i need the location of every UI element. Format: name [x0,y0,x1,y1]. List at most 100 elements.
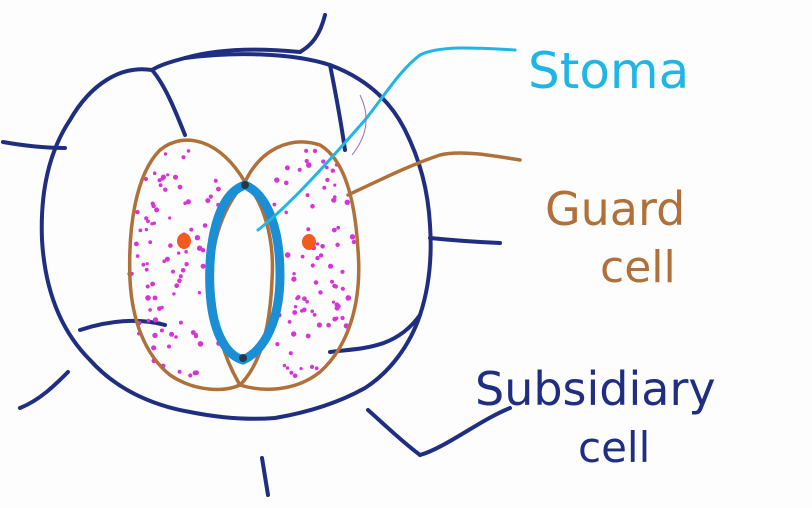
chloroplast-dot [299,309,304,313]
chloroplast-dot [148,308,152,312]
chloroplast-dot [188,373,193,378]
chloroplast-dot [325,177,330,183]
chloroplast-dot [144,267,149,272]
chloroplast-dot [284,180,289,186]
chloroplast-dot [171,269,175,274]
chloroplast-dot [152,317,159,323]
subsidiary-radial-bottom-left [18,370,70,410]
chloroplast-dot [145,295,151,301]
chloroplast-dot [291,276,297,282]
chloroplast-dot [162,259,167,264]
stoma-pore-bottom-pit [239,354,247,362]
chloroplast-dot [173,174,178,180]
chloroplast-dot [340,286,345,291]
chloroplast-dot [154,207,160,213]
chloroplast-dot [305,193,310,198]
chloroplast-dot [164,256,170,262]
chloroplast-dot [167,344,171,349]
chloroplast-dot [306,227,311,232]
chloroplast-dot [315,255,320,261]
chloroplast-dot [305,299,309,304]
stoma-pore-inner [223,198,266,346]
chloroplast-dot [340,269,345,274]
chloroplast-dot [330,168,335,173]
chloroplast-dot [178,320,183,325]
subsidiary-wall-top [150,68,187,137]
chloroplast-dot [138,228,143,233]
chloroplast-dot [157,306,162,311]
chloroplast-dot [314,366,319,371]
chloroplast-dot [349,234,356,240]
chloroplast-dot [275,342,280,347]
chloroplast-dot [313,280,319,285]
chloroplast-dot [152,295,158,301]
chloroplast-dot [185,199,191,205]
chloroplast-dot [309,364,315,369]
subsidiary-pointer-line [418,406,512,457]
chloroplast-dot [300,254,305,259]
subsidiary-cell-label-line1: Subsidiary [475,362,716,416]
chloroplast-dot [194,334,198,339]
chloroplast-dot [333,195,337,199]
stoma-faint-guide [351,94,367,156]
chloroplast-dot [213,178,218,183]
chloroplast-dot [284,252,291,258]
chloroplast-dot [180,268,186,273]
chloroplast-dot [330,279,334,284]
chloroplast-dot [181,155,186,160]
chloroplast-dot [151,203,156,209]
stoma-label: Stoma [528,42,689,100]
subsidiary-radial-bottom [260,456,270,497]
chloroplast-dot [336,225,341,230]
chloroplast-dot [322,185,327,190]
chloroplast-dot [148,240,153,245]
chloroplast-dot [208,194,213,199]
chloroplast-dot [321,159,326,164]
chloroplast-dot [299,367,303,371]
chloroplast-dot [190,330,196,335]
chloroplast-dot [135,254,140,258]
chloroplast-dot [159,328,164,333]
chloroplast-dot [334,305,340,311]
guard-pointer-line [346,151,522,197]
chloroplast-dot [174,335,178,339]
chloroplast-dot [145,262,149,266]
subsidiary-wall-top-right [183,47,302,60]
chloroplast-dot [312,313,317,317]
chloroplast-dot [177,184,183,190]
subsidiary-radial-top [298,13,327,54]
chloroplast-dot [320,244,325,249]
chloroplast-dot [178,274,183,279]
subsidiary-radial-left [1,140,67,150]
chloroplast-dot [284,165,290,171]
nucleus-right [302,234,316,250]
chloroplast-dot [150,281,156,287]
subsidiary-radial-right [428,236,502,245]
chloroplast-dot [146,318,151,323]
chloroplast-dot [287,320,292,324]
chloroplast-dot [151,345,157,351]
chloroplast-dot [163,152,168,156]
chloroplast-dot [166,173,170,177]
chloroplast-dot [333,183,337,187]
chloroplast-dot [168,216,172,220]
subsidiary-wall-top-right-inner [328,63,347,152]
chloroplast-dot [205,198,211,204]
chloroplast-dot [150,222,154,226]
chloroplast-dot [200,263,206,269]
stoma-pore-top-pit [241,181,249,189]
chloroplast-dot [135,209,140,215]
chloroplast-dot [168,243,173,248]
chloroplast-dot [196,245,203,251]
chloroplast-dot [293,305,298,309]
chloroplast-dot [315,242,320,246]
chloroplast-dot [177,369,182,374]
chloroplast-dot [331,300,336,304]
chloroplast-dot [310,309,315,314]
subsidiary-cells [1,13,512,497]
chloroplast-dot [291,331,297,337]
chloroplast-dot [202,223,208,228]
chloroplast-dot [177,278,182,284]
chloroplast-dot [160,176,165,181]
